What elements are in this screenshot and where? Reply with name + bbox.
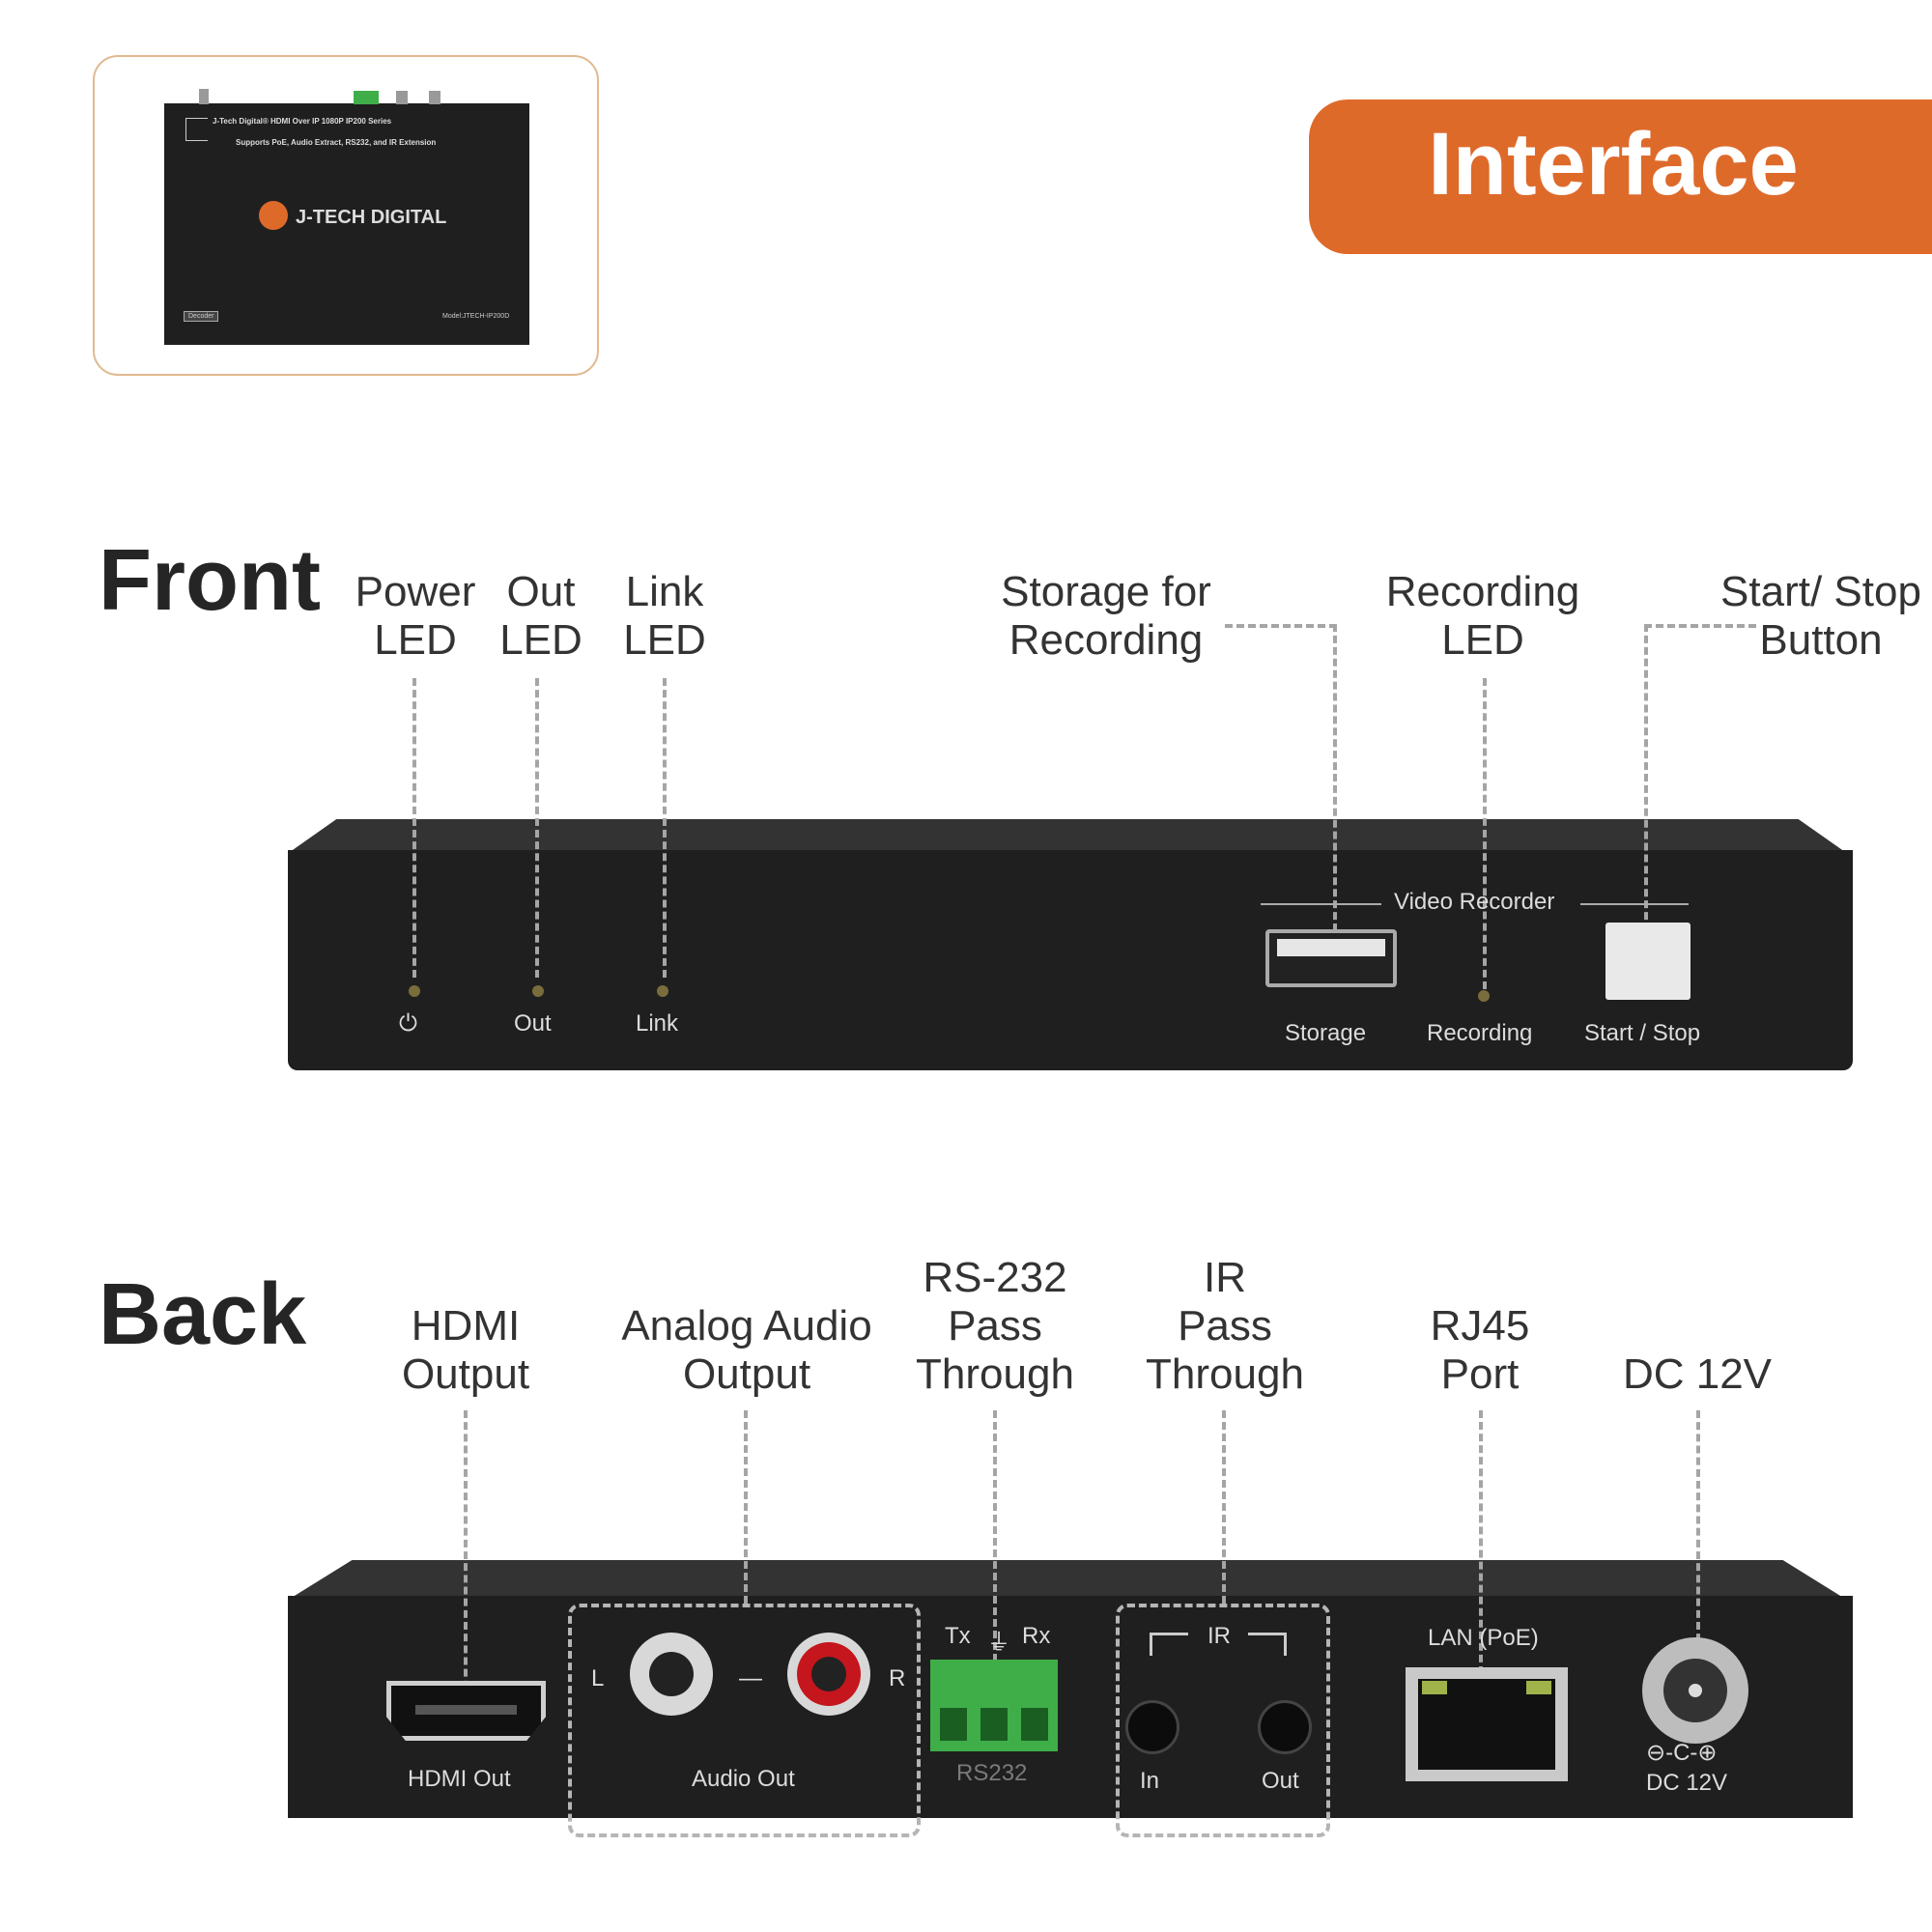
rj45-led-left [1422,1681,1447,1694]
ir-dashed-box [1116,1604,1330,1837]
link-led [657,985,668,997]
ir-bracket-left [1150,1633,1188,1656]
thumb-connector [429,91,440,104]
leader-start-stop-horizontal [1644,624,1756,628]
rs232-screw-1 [940,1708,967,1741]
rs232-rx-text: Rx [1022,1623,1051,1649]
leader-link-led [663,678,667,978]
video-recorder-title: Video Recorder [1394,889,1555,915]
start-stop-button[interactable] [1605,923,1690,1000]
label-out-led: Out LED [499,568,582,664]
label-link-led: Link LED [623,568,706,664]
back-device-top [290,1560,1845,1599]
group-line-right [1580,903,1689,905]
panel-audio-out-text: Audio Out [692,1766,795,1792]
leader-storage-vertical [1333,624,1337,931]
thumbnail-model-label: Model:JTECH-IP200D [442,313,510,320]
panel-link-text: Link [636,1010,679,1037]
leader-ir [1222,1410,1226,1604]
front-panel [288,850,1853,1070]
leader-start-stop-vertical [1644,624,1648,931]
label-power-led: Power LED [355,568,476,664]
ir-in-port[interactable] [1125,1700,1179,1754]
power-icon: ⏻ [399,1010,417,1037]
thumbnail-line1: J-Tech Digital® HDMI Over IP 1080P IP200… [213,117,392,126]
ir-group-text: IR [1208,1623,1231,1649]
front-device-top [290,819,1845,852]
rj45-led-right [1526,1681,1551,1694]
dc-polarity-icon: ⊖-C-⊕ [1646,1740,1718,1766]
audio-r-text: R [889,1665,906,1691]
panel-start-stop-text: Start / Stop [1584,1020,1701,1046]
banner-title: Interface [1428,115,1799,213]
usb-port-tongue [1277,939,1385,956]
panel-storage-text: Storage [1285,1020,1367,1046]
label-start-stop: Start/ Stop Button [1720,568,1921,664]
label-hdmi-output: HDMI Output [401,1302,530,1398]
thumb-connector [199,89,209,104]
back-panel [288,1596,1853,1818]
recording-led [1478,990,1490,1002]
leader-audio [744,1410,748,1604]
leader-storage-horizontal [1225,624,1337,628]
panel-dc-text: DC 12V [1646,1770,1728,1796]
leader-rj45 [1479,1410,1483,1686]
brand-logo-icon [259,201,288,230]
hdmi-port-pins [415,1705,517,1715]
panel-recording-text: Recording [1427,1020,1533,1046]
panel-ir-in-text: In [1140,1768,1160,1794]
rca-right-hole [811,1657,846,1691]
thumb-connector [396,91,408,104]
ir-out-port[interactable] [1258,1700,1312,1754]
audio-l-text: L [591,1665,605,1691]
label-storage: Storage for Recording [1001,568,1211,664]
panel-out-text: Out [514,1010,552,1037]
rs232-screw-3 [1021,1708,1048,1741]
leader-out-led [535,678,539,978]
leader-recording-led [1483,678,1487,989]
leader-dc [1696,1410,1700,1700]
ir-bracket-right [1248,1633,1287,1656]
power-led [409,985,420,997]
product-thumbnail [164,103,529,345]
panel-rs232-text: RS232 [956,1760,1028,1786]
rs232-screw-2 [980,1708,1008,1741]
leader-power-led [412,678,416,978]
audio-dash-text: — [739,1665,762,1691]
label-rj45: RJ45 Port [1430,1302,1530,1398]
label-dc12v: DC 12V [1622,1350,1773,1398]
leader-hdmi [464,1410,468,1700]
thumb-green-terminal [354,91,379,104]
out-led [532,985,544,997]
thumbnail-line2: Supports PoE, Audio Extract, RS232, and … [236,138,437,147]
usb-storage-port[interactable] [1265,929,1397,987]
dc-jack-pin [1689,1684,1702,1697]
group-line-left [1261,903,1381,905]
label-recording-led: Recording LED [1385,568,1580,664]
back-title: Back [99,1266,307,1363]
panel-ir-out-text: Out [1262,1768,1299,1794]
thumbnail-decoder-label: Decoder [184,311,219,322]
label-ir: IR Pass Through [1146,1254,1304,1398]
interface-banner [1309,99,1932,254]
label-rs232: RS-232 Pass Through [916,1254,1074,1398]
thumbnail-brand: J-TECH DIGITAL [296,207,447,228]
leader-rs232 [993,1410,997,1662]
front-title: Front [99,532,321,629]
audio-dashed-box [568,1604,921,1837]
ground-icon: ⏚ [987,1630,1010,1656]
rca-left-hole [649,1652,694,1696]
label-analog-audio: Analog Audio Output [621,1302,872,1398]
rs232-tx-text: Tx [945,1623,971,1649]
panel-lan-text: LAN (PoE) [1428,1625,1539,1651]
thumb-bracket [185,118,208,141]
panel-hdmi-out-text: HDMI Out [408,1766,511,1792]
